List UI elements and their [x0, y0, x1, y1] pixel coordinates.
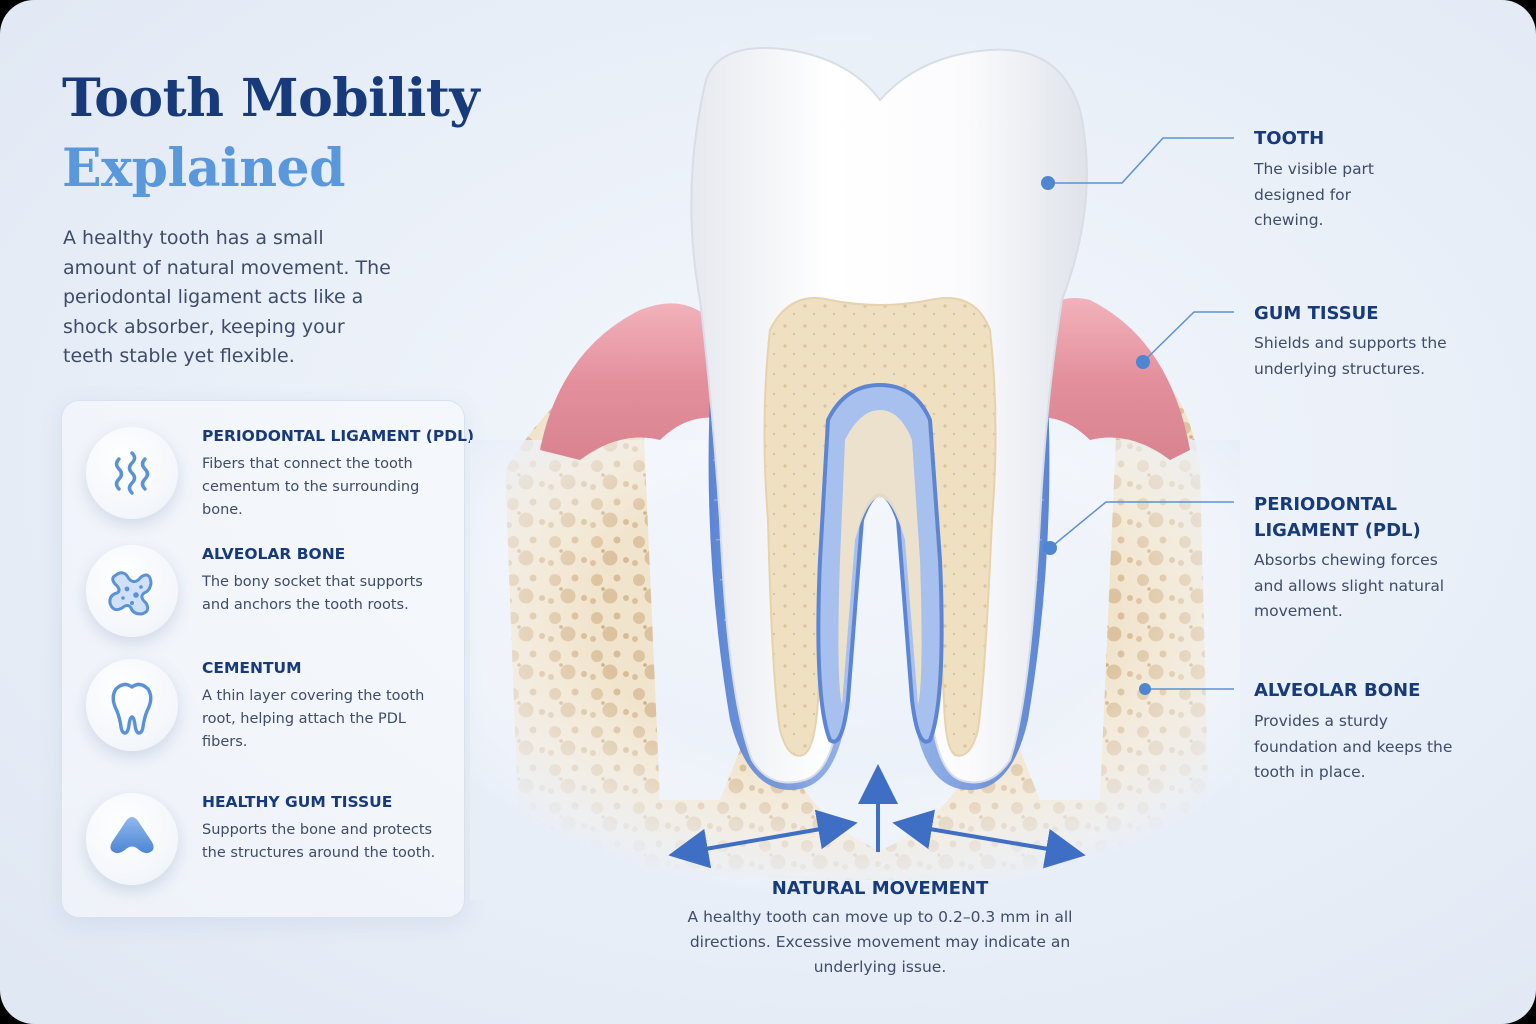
structure-description: Supports the bone and protects the struc…	[202, 822, 436, 861]
callout-pdl-title: PERIODONTAL LIGAMENT (PDL)	[1254, 494, 1421, 541]
page-subtitle: Explained	[62, 138, 345, 199]
callout-gum-text: Shields and supports the underlying stru…	[1254, 334, 1447, 378]
page-title: Tooth Mobility	[62, 68, 480, 129]
pdl-callout-dot	[1043, 541, 1057, 555]
natural-movement-title: NATURAL MOVEMENT	[771, 878, 989, 899]
structure-title: HEALTHY GUM TISSUE	[202, 793, 393, 811]
callout-tooth-text: The visible part designed for chewing.	[1254, 160, 1375, 229]
tooth-callout-dot	[1041, 176, 1055, 190]
gum-tissue-icon	[86, 793, 178, 885]
pdl-fibers-icon	[86, 427, 178, 519]
bone-callout-dot	[1139, 683, 1151, 695]
callout-bone-title: ALVEOLAR BONE	[1254, 680, 1421, 701]
structure-title: CEMENTUM	[202, 659, 302, 677]
gum-callout-dot	[1136, 355, 1150, 369]
gum-tissue-right	[1025, 298, 1190, 460]
structure-description: Fibers that connect the tooth cementum t…	[202, 456, 420, 518]
callout-leader-lines	[1048, 137, 1234, 690]
structure-title: ALVEOLAR BONE	[202, 545, 346, 563]
intro-paragraph: A healthy tooth has a small amount of na…	[63, 227, 391, 367]
arrow-left-icon	[668, 809, 858, 869]
natural-movement-text: A healthy tooth can move up to 0.2–0.3 m…	[687, 908, 1073, 976]
structures-panel: PERIODONTAL LIGAMENT (PDL) Fibers that c…	[61, 400, 474, 918]
dentin-layer	[763, 297, 997, 757]
movement-arrows	[668, 764, 1086, 869]
tooth-outline-icon	[86, 659, 178, 751]
gum-tissue-left	[540, 303, 730, 460]
arrow-right-icon	[892, 809, 1086, 869]
structure-description: A thin layer covering the tooth root, he…	[202, 688, 425, 750]
callout-pdl-text: Absorbs chewing forces and allows slight…	[1254, 551, 1445, 620]
callout-bone-text: Provides a sturdy foundation and keeps t…	[1254, 712, 1453, 781]
callout-tooth-title: TOOTH	[1254, 128, 1325, 149]
callout-gum-title: GUM TISSUE	[1254, 303, 1379, 324]
structure-title: PERIODONTAL LIGAMENT (PDL)	[202, 427, 475, 445]
alveolar-bone-icon	[86, 545, 178, 637]
structure-description: The bony socket that supports and anchor…	[202, 574, 423, 613]
